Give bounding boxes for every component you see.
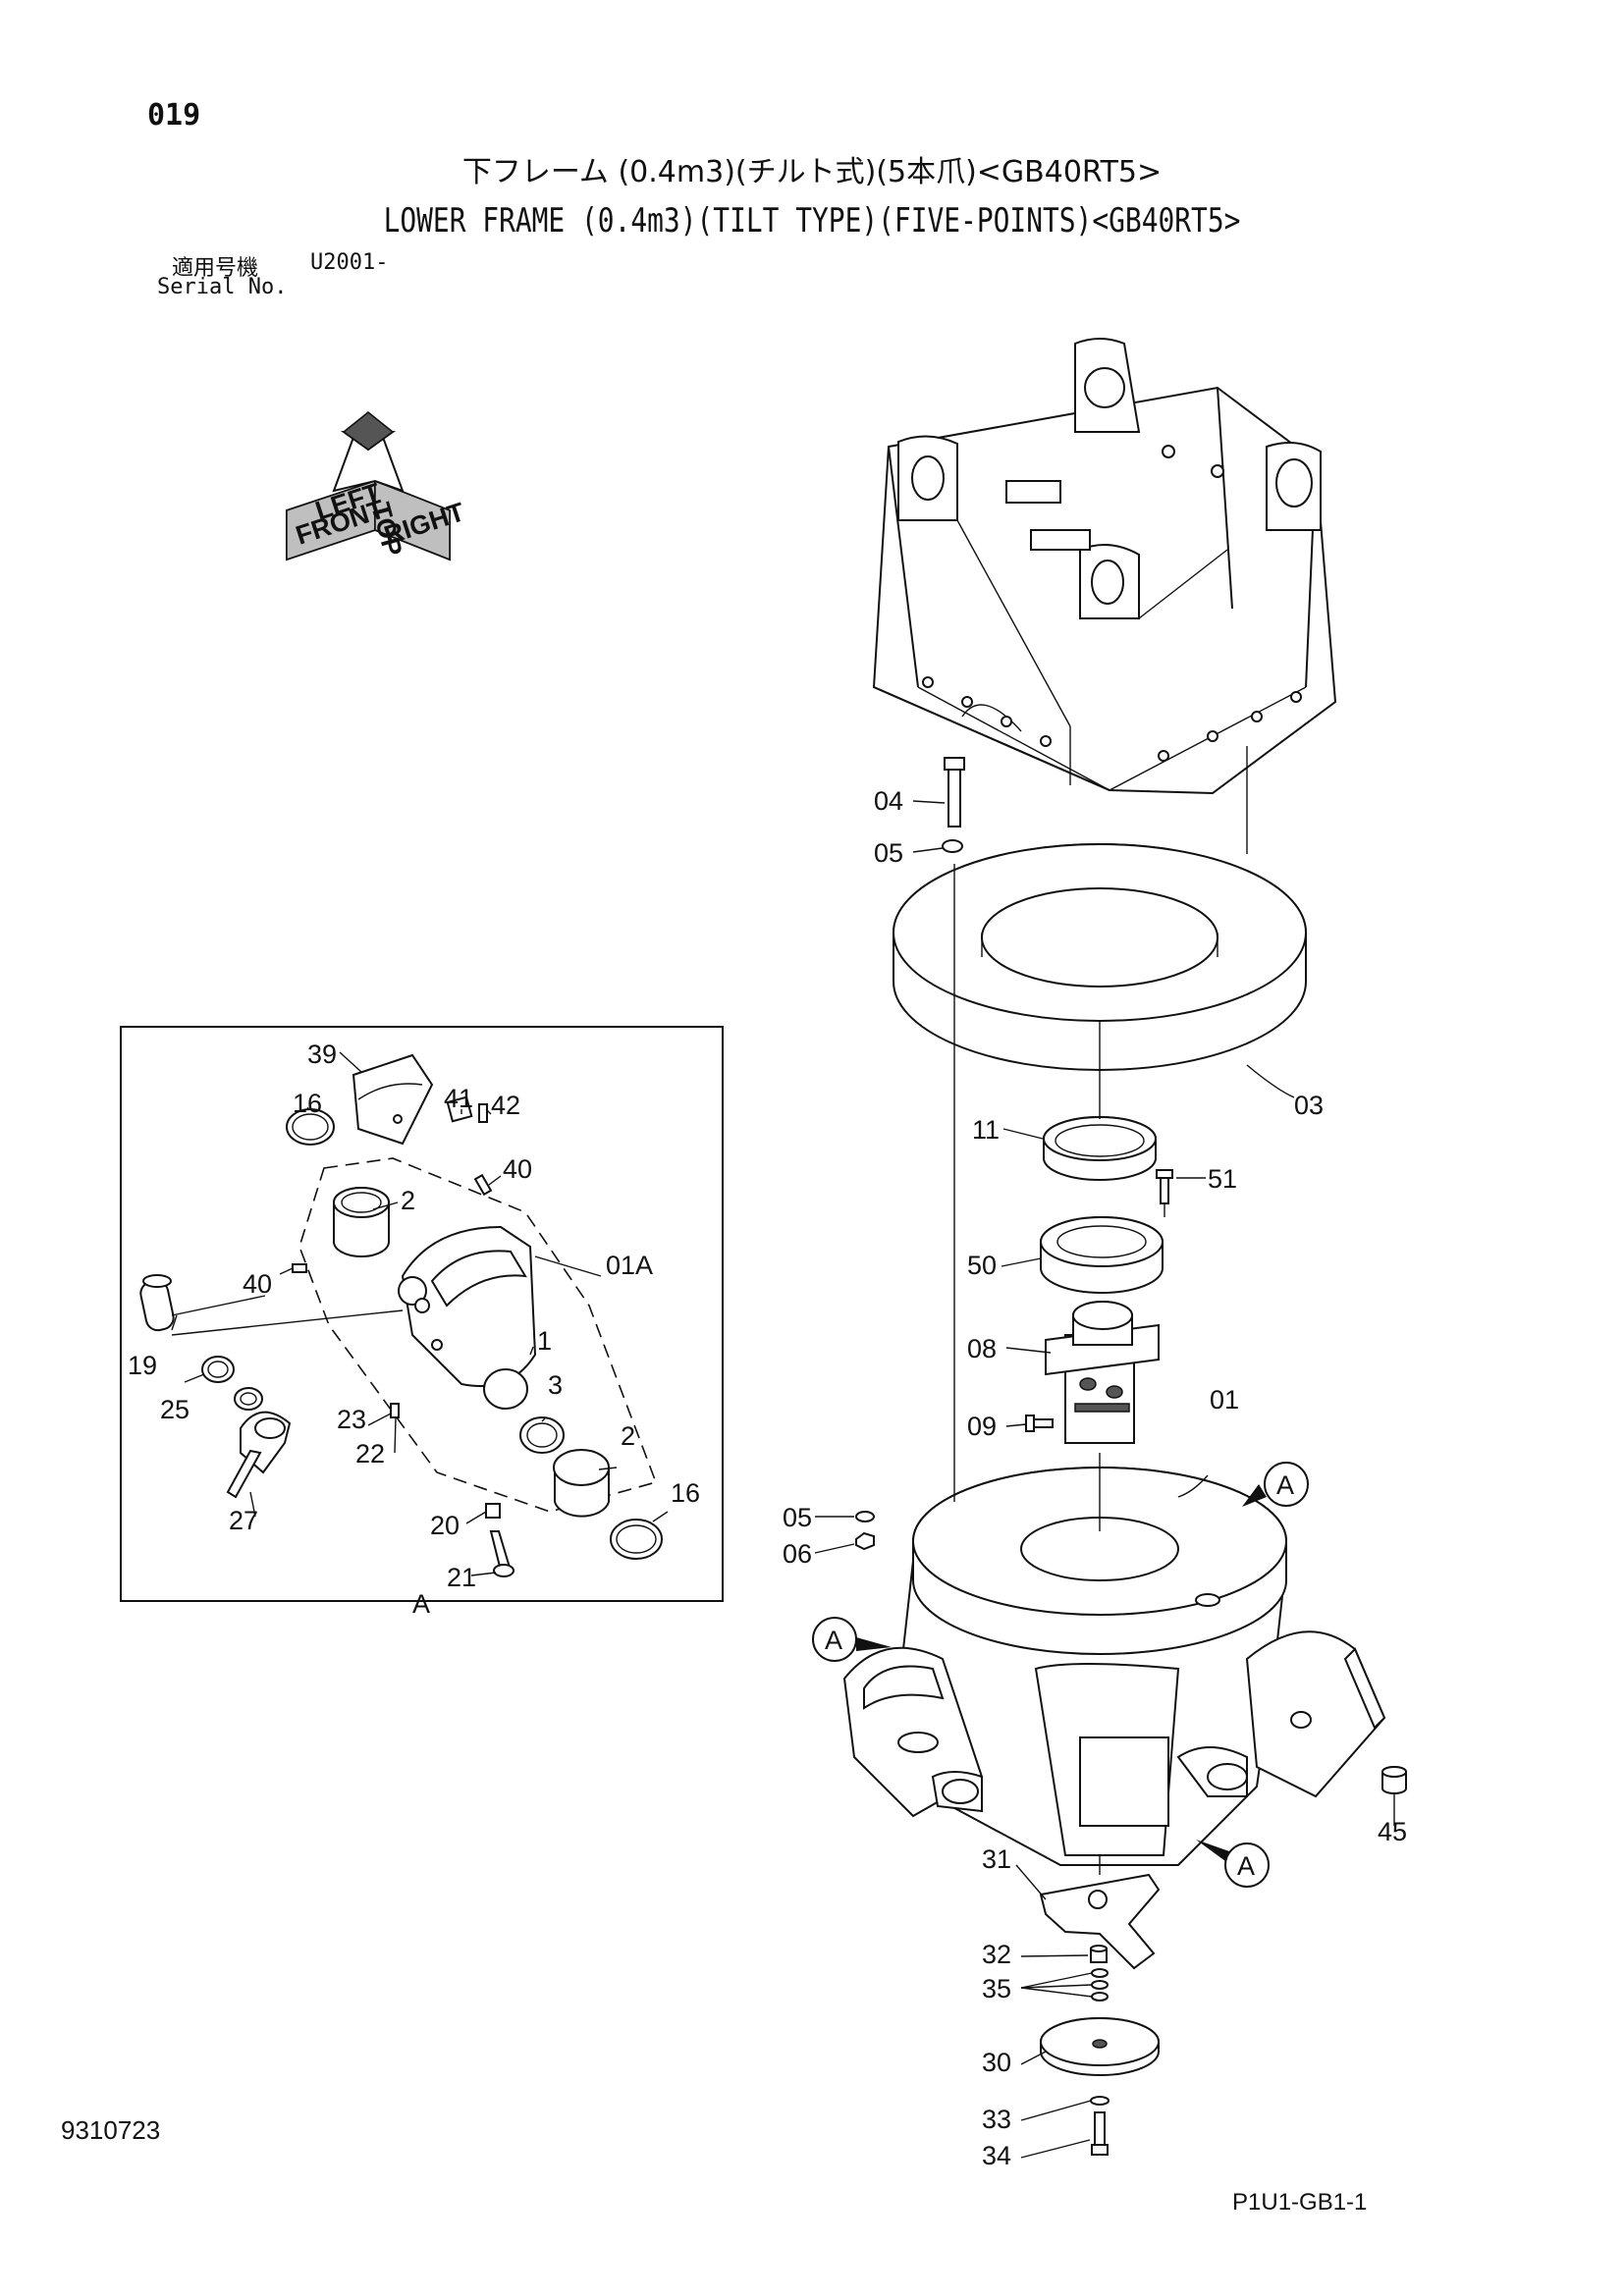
label-04: 04 (874, 786, 903, 816)
document-number: 9310723 (61, 2115, 161, 2145)
inset-label-2b: 2 (621, 1421, 635, 1451)
inset-label-39: 39 (307, 1040, 337, 1069)
cap-45 (1381, 1766, 1407, 1794)
assembly-guide-lines (953, 746, 1248, 1875)
page-number: 019 (147, 98, 201, 133)
label-05b: 05 (783, 1503, 812, 1532)
bolt-04 (944, 757, 965, 828)
washer-05b (855, 1511, 875, 1522)
nut-06 (855, 1531, 875, 1551)
label-45: 45 (1378, 1817, 1407, 1846)
orientation-icon: FRONT TOP RIGHT LEFT (286, 411, 468, 561)
inset-part-labels: 39 16 41 42 40 2 01A 40 19 1 25 23 3 22 … (128, 1040, 700, 1619)
title-english: LOWER FRAME (0.4m3)(TILT TYPE)(FIVE-POIN… (383, 201, 1241, 240)
inset-label-23: 23 (337, 1405, 366, 1434)
spacer-32 (1090, 1945, 1108, 1963)
inset-label-22: 22 (355, 1439, 385, 1468)
label-31: 31 (982, 1844, 1011, 1874)
upper-bracket-assembly (872, 338, 1337, 795)
label-06: 06 (783, 1539, 812, 1569)
inset-label-2: 2 (401, 1186, 415, 1215)
inset-label-40b: 40 (243, 1269, 272, 1299)
page-code: P1U1-GB1-1 (1232, 2189, 1368, 2216)
inset-assembly (139, 1053, 663, 1577)
label-08: 08 (967, 1334, 997, 1363)
view-marker-a-right-label: A (1276, 1470, 1294, 1500)
seal-ring-11 (1043, 1116, 1157, 1181)
main-part-labels: 04 05 03 11 51 50 08 09 01 05 06 45 31 3… (783, 786, 1407, 2170)
inset-label-01a: 01A (606, 1251, 653, 1280)
inset-frame (120, 1026, 724, 1602)
inset-label-41: 41 (444, 1084, 473, 1113)
screw-09 (1025, 1415, 1054, 1432)
label-50: 50 (967, 1251, 997, 1280)
view-marker-a-bottom-label: A (1237, 1851, 1255, 1881)
label-33: 33 (982, 2105, 1011, 2134)
label-03: 03 (1294, 1091, 1324, 1120)
inset-label-19: 19 (128, 1351, 157, 1380)
inset-label-16: 16 (293, 1089, 322, 1118)
inset-label-25: 25 (160, 1395, 189, 1424)
view-marker-a-bottom: A (1196, 1840, 1270, 1888)
label-51: 51 (1208, 1164, 1237, 1194)
leader-lines-main (814, 800, 1395, 2159)
label-09: 09 (967, 1412, 997, 1441)
label-01: 01 (1210, 1385, 1239, 1415)
rotary-joint-08 (1045, 1301, 1160, 1444)
disc-30 (1040, 2017, 1160, 2076)
serial-label-english: Serial No. (157, 275, 288, 299)
plate-31 (1039, 1873, 1161, 1970)
washer-33 (1090, 2096, 1110, 2106)
cover-50 (1040, 1216, 1164, 1294)
bolt-34 (1091, 2111, 1109, 2156)
label-34: 34 (982, 2141, 1011, 2170)
inset-label-16b: 16 (671, 1478, 700, 1508)
inset-label-40: 40 (503, 1154, 532, 1184)
label-30: 30 (982, 2048, 1011, 2077)
screw-51 (1156, 1169, 1173, 1204)
inset-label-3: 3 (548, 1370, 563, 1400)
serial-label-japanese: 適用号機 (172, 256, 259, 281)
inset-label-27: 27 (229, 1506, 258, 1535)
slewing-ring-03 (893, 843, 1307, 1071)
inset-label-42: 42 (491, 1091, 520, 1120)
inset-leader-lines (171, 1051, 669, 1576)
inset-label-21: 21 (447, 1563, 476, 1592)
inset-view-label: A (412, 1589, 430, 1619)
view-marker-a-left-label: A (825, 1626, 842, 1655)
inset-label-1: 1 (537, 1326, 552, 1356)
view-marker-a-left: A (812, 1617, 892, 1662)
serial-value: U2001- (310, 250, 389, 275)
label-35: 35 (982, 1974, 1011, 2003)
view-marker-a-right: A (1242, 1462, 1309, 1507)
inset-label-20: 20 (430, 1511, 460, 1540)
label-05: 05 (874, 838, 903, 868)
label-11: 11 (972, 1115, 1000, 1145)
label-32: 32 (982, 1940, 1011, 1969)
washer-05 (942, 839, 963, 853)
title-japanese: 下フレーム (0.4m3)(チルト式)(5本爪)<GB40RT5> (461, 155, 1163, 189)
washers-35 (1091, 1968, 1109, 2002)
lower-frame-01 (842, 1467, 1386, 1866)
